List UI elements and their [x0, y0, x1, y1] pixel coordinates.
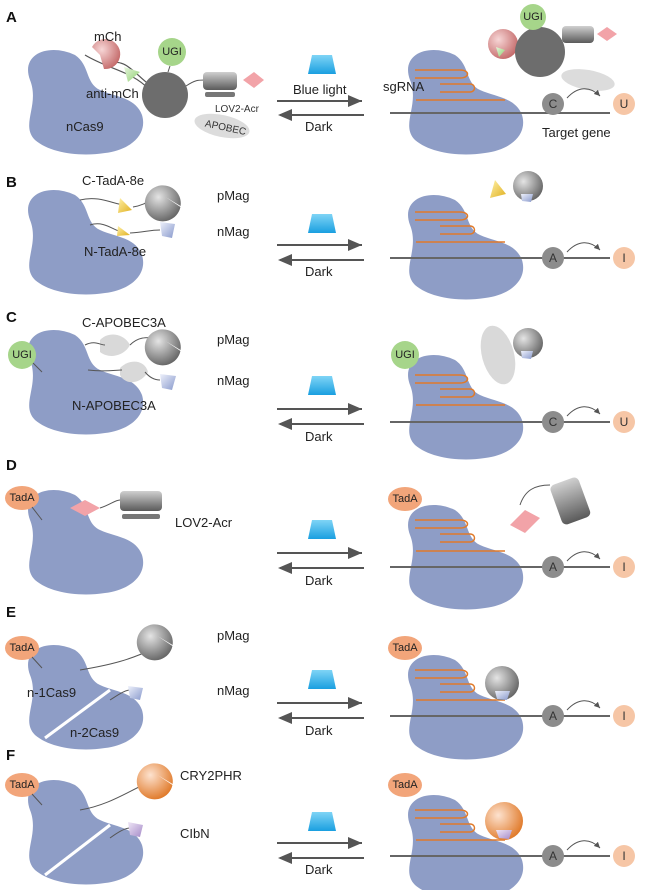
- sgrna-label: sgRNA: [383, 79, 425, 94]
- base-u-label-c: U: [620, 415, 629, 429]
- anti-mch-fragment: [124, 67, 140, 82]
- panel-label-e: E: [6, 604, 16, 621]
- base-u-a: [613, 93, 635, 115]
- blue-light-icon-b: [308, 214, 336, 233]
- target-gene-label: Target gene: [542, 125, 611, 140]
- panel-label-d: D: [6, 457, 17, 474]
- lov2-acr-label-d: LOV2-Acr: [175, 515, 233, 530]
- c-tada-label: C-TadA-8e: [82, 173, 144, 188]
- cibn-domain: [128, 822, 143, 837]
- base-c-label-c: C: [549, 415, 558, 429]
- ncas9-active: [408, 49, 524, 155]
- n-tada-label: N-TadA-8e: [84, 244, 146, 259]
- ugi-domain: [158, 38, 186, 66]
- dark-label-b: Dark: [305, 264, 333, 279]
- acr-domain: [243, 72, 264, 88]
- base-a-label-b: A: [549, 251, 557, 265]
- lov2-acr-label-a: LOV2-Acr: [215, 104, 260, 115]
- nmag-label-c: nMag: [217, 373, 250, 388]
- panel-b: B C-TadA-8e pMag nMag N-TadA-8e Dark A I: [6, 171, 635, 300]
- ugi-label-c-right: UGI: [395, 349, 415, 361]
- panel-label-c: C: [6, 309, 17, 326]
- anti-mch-label: anti-mCh: [86, 86, 139, 101]
- ncas9-active-b: [408, 194, 524, 300]
- nmag-label-e: nMag: [217, 683, 250, 698]
- ncas9-label: nCas9: [66, 119, 104, 134]
- pmag-domain-c: [144, 329, 181, 366]
- base-i-label-f: I: [622, 849, 625, 863]
- panel-e: E TadA pMag nMag n-1Cas9 n-2Cas9 Dark Ta…: [5, 604, 635, 760]
- tada-label-f: TadA: [9, 779, 35, 791]
- cry2phr-domain: [136, 763, 173, 800]
- base-i-label-e: I: [622, 709, 625, 723]
- anti-mch-nanobody: [142, 72, 188, 118]
- sgrna-a: [415, 69, 505, 101]
- blue-light-icon-a: [308, 55, 336, 74]
- base-c-label-a: C: [549, 97, 558, 111]
- pmag-domain-b: [144, 185, 181, 222]
- dark-label-a: Dark: [305, 119, 333, 134]
- n2cas9-label: n-2Cas9: [70, 725, 119, 740]
- tada-label-d: TadA: [9, 492, 35, 504]
- dark-label-e: Dark: [305, 723, 333, 738]
- panel-f: F TadA CRY2PHR CIbN Dark TadA A I: [5, 747, 635, 890]
- pmag-domain-e: [136, 624, 173, 661]
- base-i-label-d: I: [622, 560, 625, 574]
- pmag-label-c: pMag: [217, 332, 250, 347]
- panel-c: C UGI C-APOBEC3A pMag nMag N-APOBEC3A Da…: [6, 309, 635, 460]
- dark-label-c: Dark: [305, 429, 333, 444]
- blue-light-label-a: Blue light: [293, 82, 347, 97]
- pmag-label-b: pMag: [217, 188, 250, 203]
- blue-light-icon-c: [308, 376, 336, 395]
- cibn-label: CIbN: [180, 826, 210, 841]
- base-a-label-d: A: [549, 560, 557, 574]
- ugi-label-c: UGI: [12, 349, 32, 361]
- ugi-label-a-right: UGI: [523, 11, 543, 23]
- blue-light-icon-e: [308, 670, 336, 689]
- panel-label-a: A: [6, 9, 17, 26]
- nmag-domain-c: [160, 374, 176, 390]
- n-apobec3a-label: N-APOBEC3A: [72, 398, 156, 413]
- tada-label-d-right: TadA: [392, 493, 418, 505]
- c-apobec3a-label: C-APOBEC3A: [82, 315, 166, 330]
- apobec-domain: [194, 113, 250, 139]
- panel-label-b: B: [6, 174, 17, 191]
- tada-label-e-right: TadA: [392, 642, 418, 654]
- n1cas9-label: n-1Cas9: [27, 685, 76, 700]
- panel-label-f: F: [6, 747, 15, 764]
- tada-label-e: TadA: [9, 642, 35, 654]
- cry2phr-label: CRY2PHR: [180, 768, 242, 783]
- base-a-label-f: A: [549, 849, 557, 863]
- ugi-label-a: UGI: [162, 46, 182, 58]
- base-i-label-b: I: [622, 251, 625, 265]
- mch-protein: [92, 39, 121, 70]
- blue-light-icon-f: [308, 812, 336, 831]
- dark-label-f: Dark: [305, 862, 333, 877]
- mch-label: mCh: [94, 29, 121, 44]
- nmag-label-b: nMag: [217, 224, 250, 239]
- blue-light-icon-d: [308, 520, 336, 539]
- base-u-label-a: U: [620, 97, 629, 111]
- base-c-a: [542, 93, 564, 115]
- panel-d: D TadA LOV2-Acr Dark TadA A I: [5, 457, 635, 610]
- dark-label-d: Dark: [305, 573, 333, 588]
- split-cas9-protein-f: [28, 779, 144, 885]
- tada-label-f-right: TadA: [392, 779, 418, 791]
- nmag-domain-b: [160, 222, 175, 238]
- panel-a: A UGI mCh anti-mCh nCas9 LOV2-Acr APOBEC…: [6, 4, 635, 155]
- base-a-label-e: A: [549, 709, 557, 723]
- nmag-domain-e: [128, 686, 143, 700]
- lov2-domain: [203, 72, 237, 90]
- pmag-label-e: pMag: [217, 628, 250, 643]
